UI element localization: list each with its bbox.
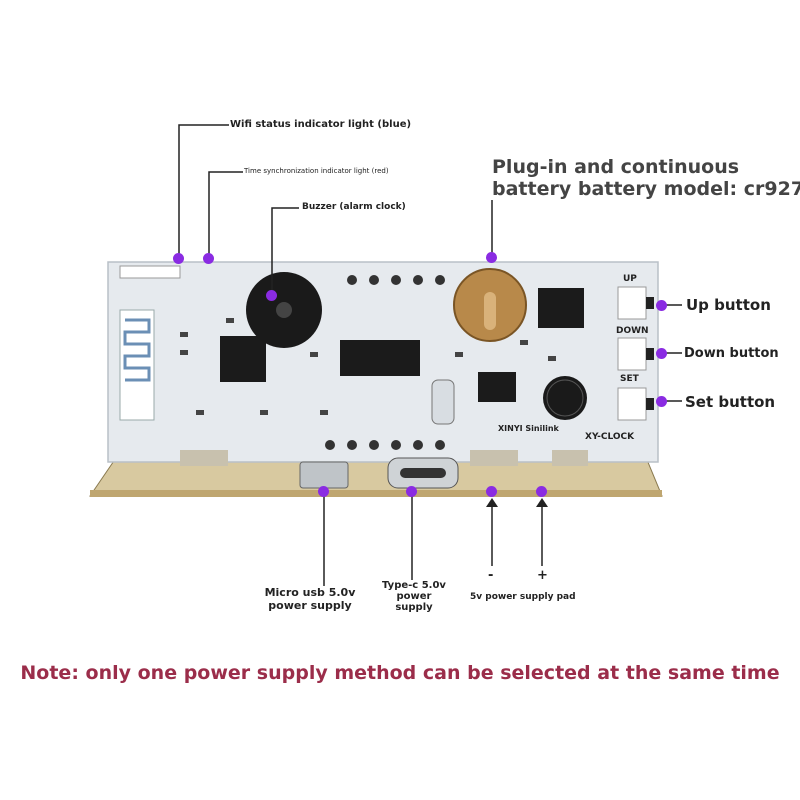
- passive-components: [180, 318, 556, 415]
- micro-usb-connector: [299, 461, 349, 489]
- label-minus: -: [488, 568, 494, 583]
- plus-arrowhead: [536, 498, 548, 507]
- label-set-button: Set button: [685, 393, 776, 411]
- label-battery: Plug-in and continuous battery battery m…: [492, 156, 800, 200]
- up-switch: [617, 286, 647, 320]
- marker-pad-minus: [486, 486, 497, 497]
- minus-arrowhead: [486, 498, 498, 507]
- rtc-ic: [478, 372, 516, 402]
- marker-down: [656, 348, 667, 359]
- crystal: [431, 379, 455, 425]
- mount-pad: [180, 450, 228, 466]
- regulator: [538, 288, 584, 328]
- down-switch: [617, 337, 647, 371]
- power-supply-note: Note: only one power supply method can b…: [20, 662, 780, 684]
- marker-wifi-led: [173, 253, 184, 264]
- label-wifi-indicator: Wifi status indicator light (blue): [230, 119, 412, 130]
- silk-brand: XINYI Sinilink: [498, 424, 559, 433]
- marker-set: [656, 396, 667, 407]
- silk-set: SET: [620, 374, 639, 384]
- set-switch: [617, 387, 647, 421]
- leader-lines: [178, 124, 682, 586]
- marker-usb-c: [406, 486, 417, 497]
- label-down-button: Down button: [684, 346, 779, 361]
- label-micro-usb-line1: Micro usb 5.0v: [264, 586, 356, 599]
- marker-time-led: [203, 253, 214, 264]
- mcu-chip: [220, 336, 266, 382]
- silk-down: DOWN: [616, 326, 649, 336]
- marker-micro-usb: [318, 486, 329, 497]
- label-micro-usb-line2: power supply: [268, 599, 352, 612]
- mount-pad: [552, 450, 588, 466]
- label-battery-line1: Plug-in and continuous: [492, 156, 740, 178]
- label-usb-c-line3: supply: [395, 602, 433, 613]
- marker-battery: [486, 252, 497, 263]
- label-buzzer: Buzzer (alarm clock): [302, 202, 406, 212]
- silk-model: XY-CLOCK: [585, 432, 635, 442]
- marker-pad-plus: [536, 486, 547, 497]
- mount-pad: [470, 450, 518, 466]
- pin-header: [119, 265, 181, 279]
- label-usb-c-line2: power: [396, 591, 432, 602]
- label-time-sync-indicator: Time synchronization indicator light (re…: [244, 167, 389, 175]
- label-battery-line2: battery battery model: cr927: [492, 178, 800, 200]
- marker-buzzer: [266, 290, 277, 301]
- silk-up: UP: [623, 274, 637, 284]
- driver-ic: [340, 340, 420, 376]
- label-power-pad: 5v power supply pad: [470, 592, 576, 602]
- marker-up: [656, 300, 667, 311]
- capacitor: [543, 376, 587, 420]
- label-plus: +: [537, 568, 548, 583]
- pin-row: [325, 275, 445, 450]
- label-usb-c-line1: Type-c 5.0v: [382, 580, 446, 591]
- label-usb-c: Type-c 5.0v power supply: [378, 580, 450, 613]
- label-up-button: Up button: [686, 296, 771, 314]
- label-micro-usb: Micro usb 5.0v power supply: [262, 586, 358, 612]
- base-plate-edge: [90, 490, 662, 497]
